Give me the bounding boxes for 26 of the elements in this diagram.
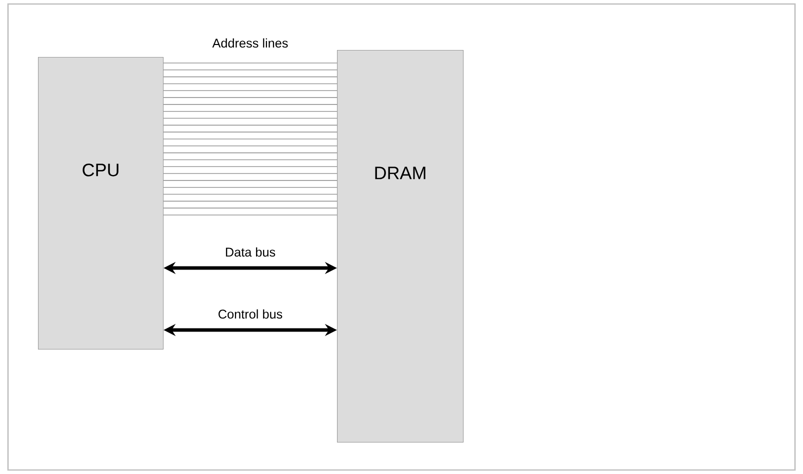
edge-label: Data bus bbox=[224, 246, 277, 258]
address-line bbox=[163, 173, 338, 174]
address-line bbox=[163, 110, 338, 112]
address-line bbox=[163, 118, 338, 119]
address-line bbox=[163, 62, 338, 64]
address-line bbox=[163, 214, 338, 216]
edge-label: Address lines bbox=[210, 37, 290, 49]
address-line bbox=[163, 138, 338, 140]
chip-box bbox=[337, 50, 464, 443]
chip-box bbox=[38, 57, 164, 350]
address-line bbox=[163, 152, 338, 154]
edge-label: Control bus bbox=[216, 308, 284, 320]
address-line bbox=[163, 124, 338, 126]
address-line bbox=[163, 90, 338, 92]
chip-label: CPU bbox=[82, 164, 118, 176]
address-line bbox=[163, 186, 338, 188]
address-line bbox=[163, 104, 338, 105]
address-line bbox=[163, 200, 338, 202]
address-line bbox=[163, 180, 338, 181]
address-line bbox=[163, 83, 338, 84]
address-line bbox=[163, 194, 338, 195]
address-line bbox=[163, 166, 338, 168]
address-line bbox=[163, 76, 338, 78]
address-line bbox=[163, 97, 338, 98]
chip-label: DRAM bbox=[375, 166, 426, 180]
address-line bbox=[163, 159, 338, 160]
